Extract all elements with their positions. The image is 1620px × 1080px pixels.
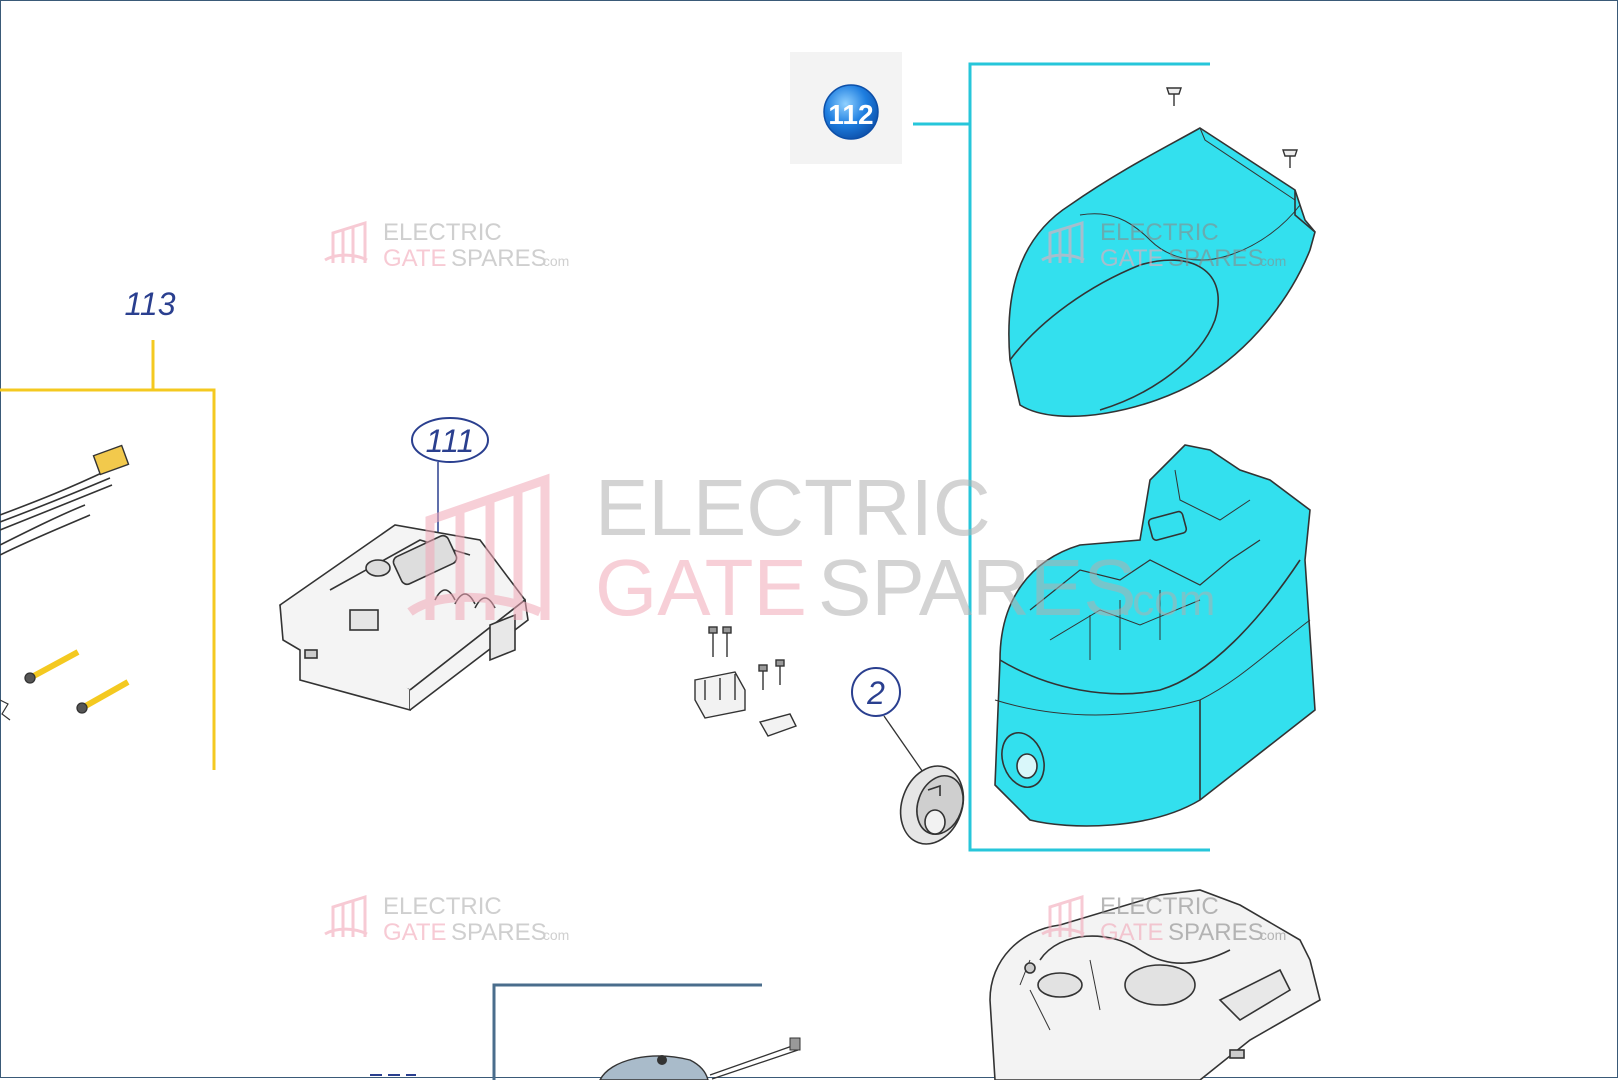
main-housing xyxy=(994,444,1316,827)
callout-111-circle xyxy=(411,417,489,463)
watermark-small-spares: SPARES xyxy=(451,245,547,272)
watermark-logo-center: ELECTRIC GATE SPARES .com xyxy=(407,463,1215,632)
watermark-spares: SPARES xyxy=(818,543,1137,632)
watermark-small-gate: GATE xyxy=(1100,245,1164,272)
watermark-small-gate: GATE xyxy=(383,919,447,946)
top-cover xyxy=(1008,127,1316,418)
callout-111-label: 111 xyxy=(426,423,475,459)
group-112: 112 xyxy=(790,52,1316,852)
release-cap xyxy=(899,765,965,845)
motor-group xyxy=(370,983,801,1080)
group-113: 113 xyxy=(0,286,216,770)
long-screw xyxy=(76,679,130,714)
callout-2-label: 2 xyxy=(866,675,885,711)
callout-113-label: 113 xyxy=(124,286,175,322)
callout-112-badge xyxy=(823,84,879,140)
watermark-small-suffix: .com xyxy=(1256,253,1286,269)
terminal-block-parts xyxy=(694,626,797,737)
base-plate xyxy=(989,889,1321,1080)
watermark-small-spares: SPARES xyxy=(451,919,547,946)
watermark-small-line1: ELECTRIC xyxy=(1100,219,1219,246)
cover-screw xyxy=(1166,87,1182,106)
watermark-small-spares: SPARES xyxy=(1168,919,1264,946)
watermark-suffix: .com xyxy=(1120,576,1215,625)
watermark-small-gate: GATE xyxy=(383,245,447,272)
bracket-steel xyxy=(492,983,762,1080)
long-screw xyxy=(24,649,80,684)
watermark-logo-small: ELECTRIC GATE SPARES .com xyxy=(324,893,569,946)
wire-harness xyxy=(0,469,113,556)
watermark-logo-small: ELECTRIC GATE SPARES .com xyxy=(1041,219,1286,272)
watermark-small-suffix: .com xyxy=(539,927,569,943)
watermark-line1: ELECTRIC xyxy=(595,463,991,552)
watermark-logo-small: ELECTRIC GATE SPARES .com xyxy=(324,219,569,272)
watermark-small-line1: ELECTRIC xyxy=(1100,893,1219,920)
bracket-112 xyxy=(968,62,1210,852)
cover-screw xyxy=(1282,149,1298,168)
watermark-small-suffix: .com xyxy=(1256,927,1286,943)
watermark-small-suffix: .com xyxy=(539,253,569,269)
watermark-small-line1: ELECTRIC xyxy=(383,893,502,920)
callout-2-circle xyxy=(851,667,901,717)
watermark-small-line1: ELECTRIC xyxy=(383,219,502,246)
group-2: 2 xyxy=(851,667,965,845)
watermark-gate: GATE xyxy=(595,543,807,632)
watermark-small-gate: GATE xyxy=(1100,919,1164,946)
watermark-small-spares: SPARES xyxy=(1168,245,1264,272)
wire-connector xyxy=(92,444,130,476)
watermark-logo-small: ELECTRIC GATE SPARES .com xyxy=(1041,893,1286,946)
bracket-113 xyxy=(151,340,216,770)
callout-112-label: 112 xyxy=(828,99,873,130)
